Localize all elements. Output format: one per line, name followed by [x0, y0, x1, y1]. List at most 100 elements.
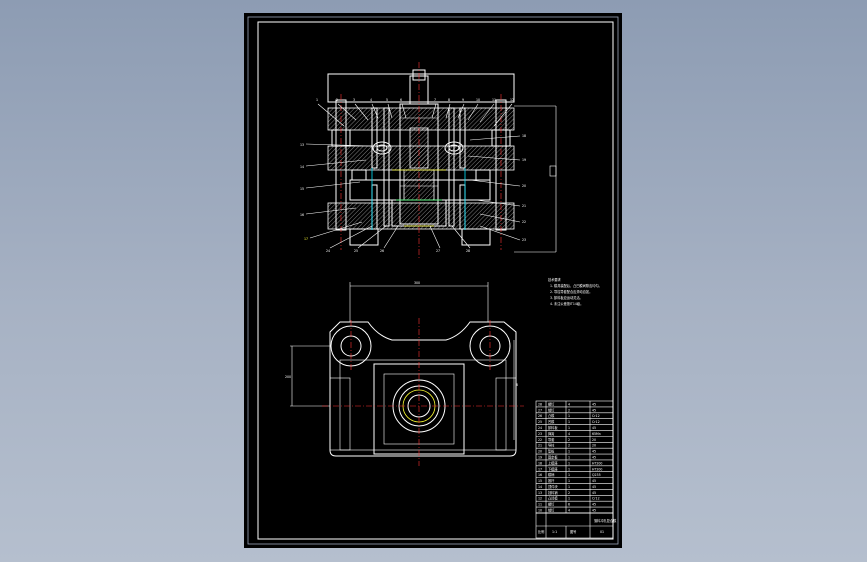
bom-cell: 26: [538, 414, 542, 418]
bom-cell: 模柄: [548, 472, 555, 477]
plan-outline: [329, 321, 517, 457]
part-label: 22: [522, 220, 526, 224]
bom-cell: 固定板: [548, 454, 558, 459]
bom-cell: 45: [592, 485, 596, 489]
bom-cell: 挡料销: [548, 490, 558, 495]
part-label: 9: [462, 98, 464, 102]
bom-cell: 1: [568, 479, 570, 483]
upper-backing-plate: [327, 107, 515, 131]
part-label: 11: [492, 98, 496, 102]
outline-notch: [549, 165, 557, 177]
bush-lower-right: [475, 169, 491, 181]
bom-cell: 导柱: [548, 443, 555, 448]
bom-cell: 25: [538, 420, 542, 424]
bom-cell: 1: [568, 450, 570, 454]
part-label: 21: [522, 204, 526, 208]
dimension-height: 200: [285, 375, 291, 379]
bom-cell: 45: [592, 455, 596, 459]
note-line: 2. 导柱导套配合应滑动自如。: [550, 289, 592, 294]
bom-cell: 推杆: [548, 478, 555, 483]
bom-cell: 销钉: [548, 508, 555, 513]
part-label: 7: [434, 98, 436, 102]
bom-cell: 65Mn: [592, 432, 601, 436]
bom-cell: 10: [538, 509, 542, 513]
bom-cell: Cr12: [592, 420, 600, 424]
screw-right-2: [448, 107, 455, 227]
bom-cell: 45: [592, 402, 596, 406]
bom-cell: 16: [538, 473, 542, 477]
bom-cell: 卸料板: [548, 425, 558, 430]
plan-view[interactable]: 300 200 8: [285, 281, 524, 466]
bom-cell: 销钉: [548, 407, 555, 412]
bom-cell: 20: [592, 444, 596, 448]
bom-cell: 18: [538, 461, 542, 465]
bom-cell: 凸凹模: [548, 496, 558, 501]
bom-cell: 1: [568, 461, 570, 465]
bom-cell: 1: [568, 420, 570, 424]
bom-cell: 15: [538, 479, 542, 483]
bom-cell: 11: [538, 503, 542, 507]
part-labels: 1 2 3 4 5 6 7 8 9 10 11 12 13 14 15 16 1…: [300, 98, 526, 253]
bom-cell: 45: [592, 450, 596, 454]
part-label: 20: [522, 184, 526, 188]
bom-cell: HT200: [592, 461, 602, 465]
bom-cell: 1: [568, 497, 570, 501]
drawing-number: 01: [600, 530, 604, 534]
part-label: 18: [522, 134, 526, 138]
notes-heading: 技术要求: [548, 277, 562, 282]
sheet-outer-frame: [247, 16, 619, 545]
part-leaders: [305, 103, 521, 249]
drawing-title: 落料冲孔复合模: [594, 518, 617, 523]
bom-cell: 24: [538, 426, 542, 430]
note-line: 1. 模具装配后，凸凹模间隙应均匀。: [550, 283, 602, 288]
bom-cell: 凸模: [548, 413, 555, 418]
bom-cell: 45: [592, 503, 596, 507]
part-label: 6: [400, 98, 402, 102]
bom-cell: 22: [538, 438, 542, 442]
bom-cell: 28: [538, 402, 542, 406]
bom-cell: 20: [538, 450, 542, 454]
part-label: 24: [326, 249, 330, 253]
bom-cell: 1: [568, 414, 570, 418]
part-label: 25: [354, 249, 358, 253]
part-label: 16: [300, 213, 304, 217]
bush-lower-left: [351, 169, 367, 181]
bom-cell: 2: [568, 491, 570, 495]
spring-right: [444, 141, 464, 155]
section-view[interactable]: 1 2 3 4 5 6 7 8 9 10 11 12 13 14 15 16 1…: [300, 62, 557, 258]
bom-cell: 1: [568, 473, 570, 477]
part-label: 2: [336, 98, 338, 102]
note-line: 3. 卸料板应运动灵活。: [550, 295, 583, 300]
upper-die-seat: [327, 73, 515, 103]
dimension-right: 8: [516, 383, 518, 387]
part-label: 15: [300, 187, 304, 191]
bom-cell: 6: [568, 503, 570, 507]
part-label: 28: [466, 249, 470, 253]
part-label: 23: [522, 238, 526, 242]
bom-cell: 1: [568, 426, 570, 430]
dimension-width: 300: [414, 281, 420, 285]
bom-cell: 垫板: [548, 449, 555, 454]
technical-notes: 技术要求 1. 模具装配后，凸凹模间隙应均匀。 2. 导柱导套配合应滑动自如。 …: [548, 277, 602, 306]
bom-cell: 17: [538, 467, 542, 471]
bom-cell: 顶件块: [548, 484, 558, 489]
title-block-label: 图号: [570, 529, 576, 534]
bom-cell: 13: [538, 491, 542, 495]
part-label: 4: [370, 98, 372, 102]
title-block: [535, 512, 614, 539]
bom-cell: HT200: [592, 467, 602, 471]
part-label: 8: [448, 98, 450, 102]
bom-cell: 螺钉: [548, 401, 555, 406]
bom-cell: Q235: [592, 473, 601, 477]
bom-cell: 45: [592, 491, 596, 495]
bom-cell: Cr12: [592, 414, 600, 418]
part-label: 13: [300, 143, 304, 147]
bom-cell: 1: [568, 467, 570, 471]
bom-cell: 21: [538, 444, 542, 448]
bom-cell: 弹簧: [548, 431, 555, 436]
title-block-label: 比例: [538, 529, 544, 534]
screw-left-2: [383, 107, 390, 227]
base-leg-left: [349, 228, 379, 246]
